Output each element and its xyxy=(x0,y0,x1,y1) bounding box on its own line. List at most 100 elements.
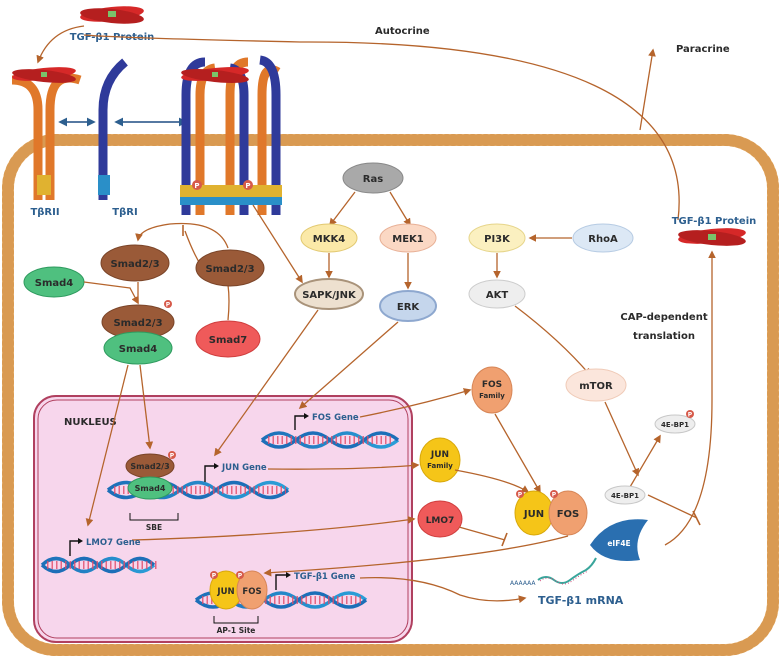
lmo7-gene-label: LMO7 Gene xyxy=(86,538,141,548)
mtor-label: mTOR xyxy=(579,381,613,392)
eif4e-label: eIF4E xyxy=(607,539,630,548)
smad23-dna-label: Smad2/3 xyxy=(130,462,169,471)
receptor-complex: P P xyxy=(180,55,282,215)
node-lmo7: LMO7 xyxy=(417,500,463,538)
4ebp1-phospho-label: 4E-BP1 xyxy=(661,421,689,429)
receptor-to-sapk-arrow xyxy=(252,204,303,284)
node-jun-fos-complex: JUN FOS P P xyxy=(514,490,588,536)
p-badge-4ebp1: P xyxy=(688,412,693,419)
jun-family-to-complex-arrow xyxy=(454,469,530,493)
tgf-to-receptor-arrow xyxy=(36,25,85,64)
jun-gene-label: JUN Gene xyxy=(221,463,267,473)
node-jun-family: JUN Family xyxy=(419,437,461,483)
tgf-protein-right-label: TGF-β1 Protein xyxy=(672,216,757,227)
p-badge-jun: P xyxy=(518,492,523,499)
ap1-site-label: AP-1 Site xyxy=(217,626,256,635)
4ebp1-inhibit-line xyxy=(647,494,698,519)
p-badge-smad-dna: P xyxy=(170,453,175,460)
complex-to-ap1-arrow xyxy=(263,535,569,577)
tgf-protein-top-label: TGF-β1 Protein xyxy=(70,32,155,43)
node-mkk4: MKK4 xyxy=(300,223,358,253)
node-4ebp1-phospho: 4E-BP1 P xyxy=(654,410,696,434)
pi3k-label: PI3K xyxy=(484,234,511,245)
jnk-to-jun-gene-arrow xyxy=(214,309,319,457)
sbe-label: SBE xyxy=(146,523,162,532)
mtor-to-4ebp1-arrow xyxy=(604,401,639,477)
4ebp1-inhibit-bar xyxy=(692,510,701,526)
tbri-label: TβRI xyxy=(112,207,137,218)
lmo7-inhibit-bar xyxy=(501,532,508,547)
akt-label: AKT xyxy=(486,290,508,301)
fos-family-label-1: FOS xyxy=(482,380,502,390)
p-badge-receptor-2: P xyxy=(245,182,250,190)
fos-complex-label: FOS xyxy=(557,509,580,520)
node-4ebp1: 4E-BP1 xyxy=(604,485,646,505)
node-smad7: Smad7 xyxy=(195,320,261,358)
receptor-tbri: TβRI xyxy=(98,58,138,218)
fos-family-label-2: Family xyxy=(479,392,505,400)
tgf-protein-top: TGF-β1 Protein xyxy=(70,6,155,43)
node-mek1: MEK1 xyxy=(379,223,437,253)
mek1-label: MEK1 xyxy=(392,234,424,245)
node-eif4e: eIF4E xyxy=(590,519,648,561)
smad4-complex-label: Smad4 xyxy=(119,344,158,355)
fos-dna-label: FOS xyxy=(242,587,261,597)
dna-lmo7: LMO7 Gene xyxy=(40,538,157,574)
tgf-gene-label: TGF-β1 Gene xyxy=(294,572,356,582)
sapk-label: SAPK/JNK xyxy=(302,290,357,301)
smad4-join-arrow xyxy=(83,281,139,305)
jun-gene-to-family-arrow xyxy=(267,461,420,470)
node-smad23-a: Smad2/3 xyxy=(100,244,170,282)
p-badge-jun-dna: P xyxy=(212,573,217,580)
jun-dna-label: JUN xyxy=(216,587,234,597)
dna-smad-complex: Smad2/3 P Smad4 xyxy=(125,451,176,500)
tbrii-label: TβRII xyxy=(30,207,59,218)
smad-to-lmo7-arrow xyxy=(85,364,129,527)
node-smad4-left: Smad4 xyxy=(23,266,85,298)
erk-label: ERK xyxy=(397,302,421,313)
fos-gene-to-family-arrow xyxy=(359,388,472,418)
tgf-protein-right: TGF-β1 Protein xyxy=(672,216,757,246)
akt-to-mtor-arrow xyxy=(514,305,592,377)
smad4-dna-label: Smad4 xyxy=(135,484,166,493)
lmo7-label: LMO7 xyxy=(426,516,455,526)
smad4-left-label: Smad4 xyxy=(35,278,74,289)
node-akt: AKT xyxy=(468,279,526,309)
node-fos-family: FOS Family xyxy=(471,366,513,414)
rhoa-label: RhoA xyxy=(588,234,618,245)
cell-membrane xyxy=(2,134,779,656)
autocrine-line xyxy=(83,34,680,221)
smad23-a-label: Smad2/3 xyxy=(110,259,159,270)
tgf-gene-to-mrna-arrow xyxy=(359,576,527,604)
smad23-complex-label: Smad2/3 xyxy=(113,318,162,329)
fos-gene-label: FOS Gene xyxy=(312,413,359,423)
node-rhoa: RhoA xyxy=(572,223,634,253)
translation-arrow xyxy=(664,250,716,546)
ras-to-mkk4-arrow xyxy=(329,191,356,227)
dna-jun-fos: JUN FOS P P xyxy=(209,570,268,610)
node-ras: Ras xyxy=(342,162,404,194)
dna-fos: FOS Gene xyxy=(260,413,400,449)
node-smad23-b: Smad2/3 xyxy=(195,249,265,287)
jun-complex-label: JUN xyxy=(523,509,544,520)
smad23-b-label: Smad2/3 xyxy=(205,264,254,275)
node-sapk-jnk: SAPK/JNK xyxy=(294,278,364,310)
smad7-link xyxy=(227,284,230,321)
p-badge-fos-dna: P xyxy=(238,573,243,580)
4ebp1-phospho-arrow xyxy=(629,434,661,488)
autocrine-label: Autocrine xyxy=(375,26,430,37)
nucleus-label: NUKLEUS xyxy=(64,417,117,428)
mkk4-label: MKK4 xyxy=(313,234,345,245)
translation-label: translation xyxy=(633,331,695,342)
jun-family-label-1: JUN xyxy=(430,450,449,460)
cap-dependent-label: CAP-dependent xyxy=(620,312,707,323)
p-badge-fos: P xyxy=(552,492,557,499)
p-badge-receptor-1: P xyxy=(194,182,199,190)
4ebp1-label: 4E-BP1 xyxy=(611,492,639,500)
paracrine-label: Paracrine xyxy=(676,44,730,55)
polya-tail-label: AAAAAA xyxy=(510,580,536,587)
node-smad-complex: Smad2/3 P Smad4 xyxy=(101,300,175,365)
receptor-tbrii: TβRII xyxy=(11,67,82,218)
